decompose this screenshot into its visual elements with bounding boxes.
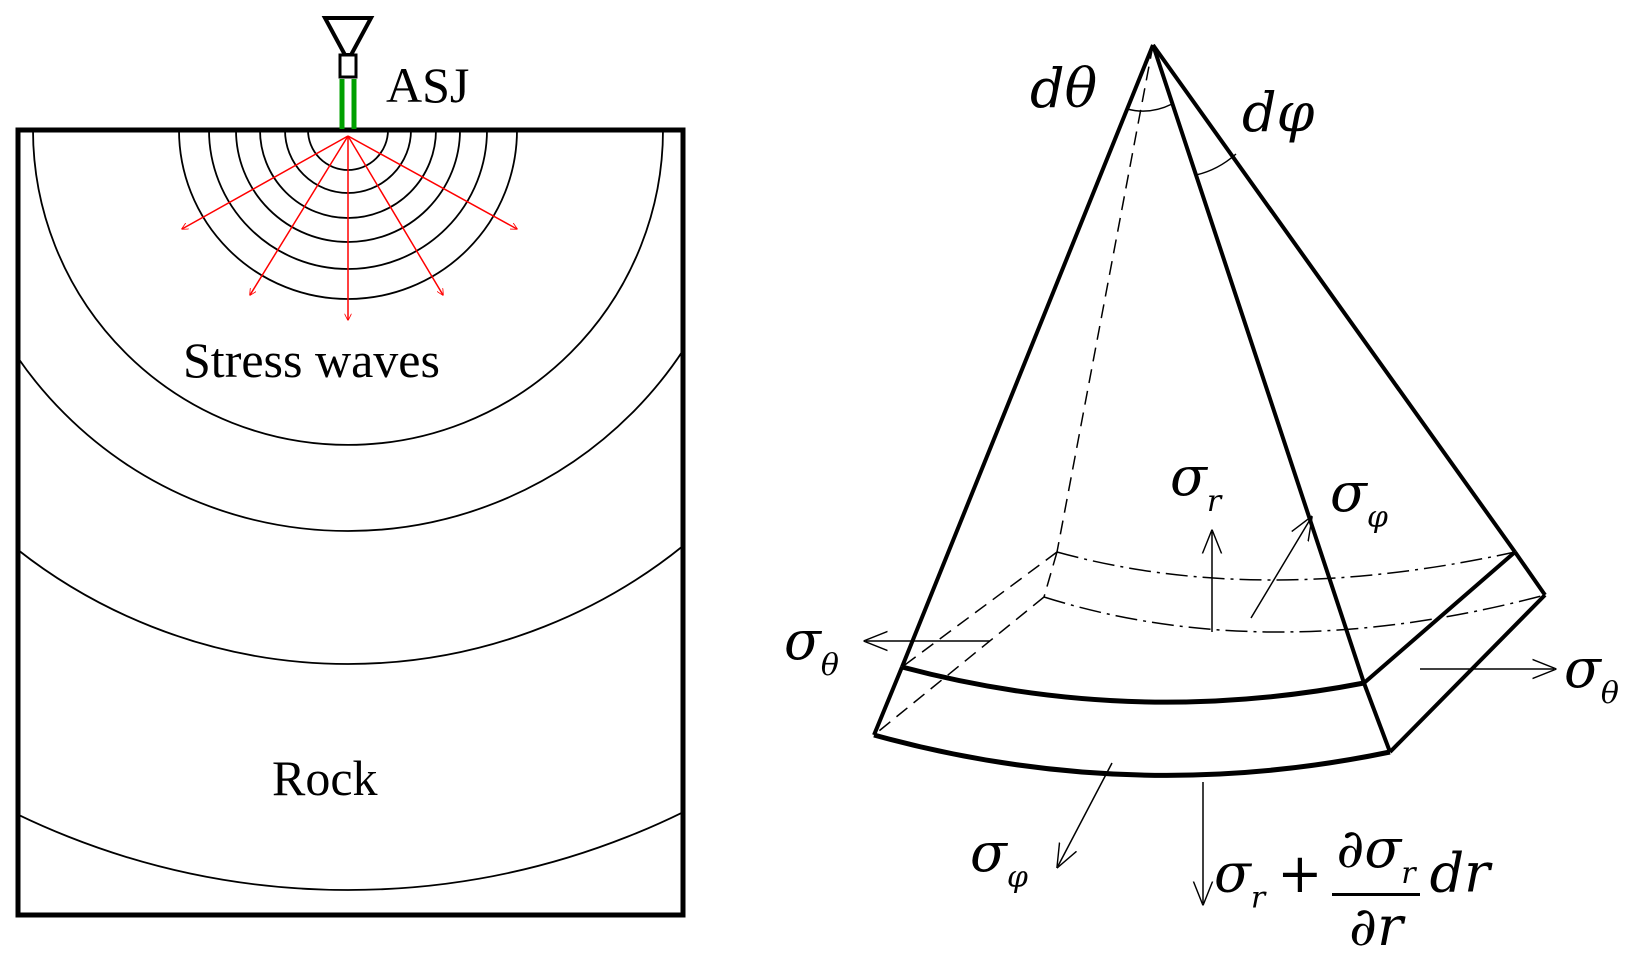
arrow-sigma-phi — [1250, 518, 1311, 619]
asj-label: ASJ — [386, 57, 470, 113]
derivative-numerator: ∂σr — [1332, 822, 1420, 896]
visible-edge — [872, 666, 904, 736]
propagation-arrow — [250, 135, 349, 295]
dr-term: dr — [1429, 841, 1490, 905]
stress-symbol: σ — [1330, 461, 1367, 524]
visible-edge — [1362, 550, 1517, 685]
label-sigma-r: σr — [1170, 450, 1221, 517]
visible-edge — [1362, 682, 1392, 753]
wave-front — [18, 811, 683, 891]
nozzle-funnel — [321, 16, 375, 57]
label-sigma-r-increment: σr + ∂σr ∂r dr — [1214, 822, 1490, 954]
nozzle-tip — [338, 53, 358, 79]
angle-label-dphi: dφ — [1242, 81, 1315, 144]
partial-derivative: ∂σr ∂r — [1332, 822, 1420, 958]
plus-sign: + — [1277, 841, 1323, 905]
propagation-arrow — [347, 135, 443, 295]
label-sigma-theta-right: σθ — [1564, 642, 1619, 709]
propagation-arrow — [182, 135, 349, 229]
stress-symbol: σ — [784, 609, 821, 672]
spherical-element — [866, 43, 1554, 903]
subscript-theta: θ — [1600, 676, 1619, 711]
hidden-edge — [901, 551, 1058, 668]
asj-nozzle — [321, 16, 375, 129]
label-sigma-phi-top: σφ — [1330, 466, 1388, 533]
stress-arrows — [866, 518, 1554, 903]
hidden-arc — [1043, 594, 1546, 633]
visible-edges — [872, 43, 1547, 778]
visible-edge — [1388, 593, 1547, 754]
hidden-edge — [1056, 44, 1154, 553]
rock-label: Rock — [272, 750, 378, 806]
derivative-denominator: ∂r — [1349, 895, 1403, 958]
visible-edge — [900, 44, 1155, 668]
subscript-r: r — [1206, 484, 1222, 519]
angle-arc-theta — [1126, 103, 1173, 112]
stress-symbol: σ — [1214, 841, 1251, 905]
front-arc-top — [901, 664, 1365, 705]
wave-front — [32, 130, 664, 446]
numerator-text: ∂σ — [1336, 817, 1402, 880]
hidden-arcs — [1043, 551, 1546, 633]
angle-arc-phi — [1195, 153, 1237, 176]
visible-edge — [1151, 44, 1366, 684]
stress-waves-label: Stress waves — [183, 332, 440, 388]
wave-front — [18, 348, 683, 532]
arrow-sigma-phi-bottom — [1058, 762, 1113, 866]
stress-symbol: σ — [1564, 637, 1601, 700]
angle-label-dtheta: dθ — [1030, 57, 1098, 120]
subscript-phi: φ — [1366, 500, 1388, 535]
label-sigma-theta-left: σθ — [784, 614, 839, 681]
hidden-edges — [873, 44, 1154, 736]
apex-angle-marks — [1126, 103, 1237, 176]
stress-symbol: σ — [970, 821, 1007, 884]
hidden-arc — [1056, 551, 1516, 581]
wave-front — [18, 544, 683, 665]
subscript-theta: θ — [820, 648, 839, 683]
visible-edge — [1151, 43, 1517, 554]
hidden-edge — [873, 596, 1045, 736]
rock-specimen — [15, 127, 686, 918]
wave-propagation-arrows — [182, 135, 517, 320]
stress-wave-fronts — [18, 130, 683, 891]
numerator-subscript: r — [1401, 856, 1416, 891]
label-sigma-phi-bottom: σφ — [970, 826, 1028, 893]
propagation-arrow — [347, 135, 517, 229]
subscript-r: r — [1250, 880, 1266, 916]
subscript-phi: φ — [1006, 860, 1028, 895]
stress-symbol: σ — [1170, 445, 1207, 508]
rock-boundary — [15, 127, 686, 918]
front-arc-bottom — [873, 732, 1391, 778]
visible-edge — [1513, 550, 1547, 597]
hidden-edge — [1043, 551, 1058, 598]
